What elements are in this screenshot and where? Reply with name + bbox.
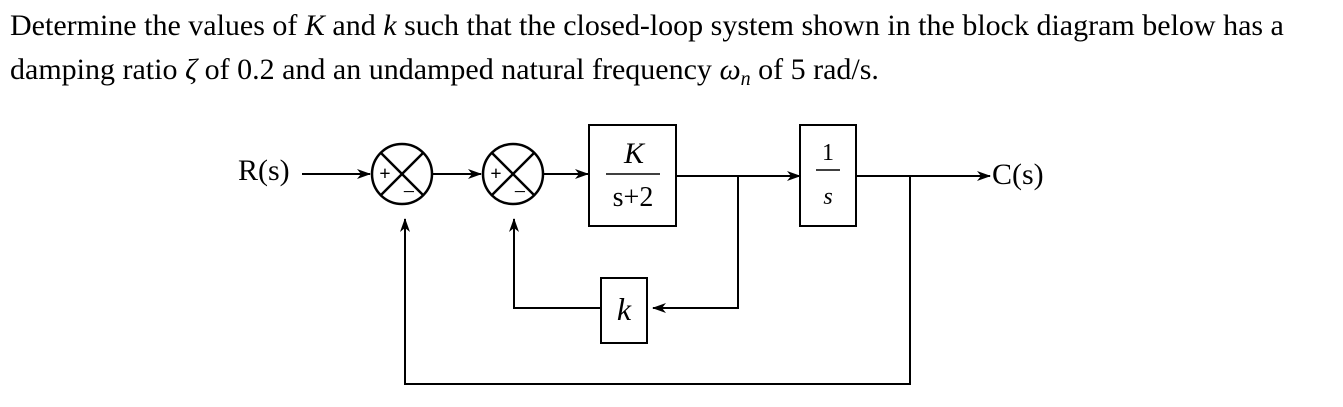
summing-junction-1: + − — [370, 142, 434, 206]
input-label-R: R(s) — [238, 154, 290, 187]
problem-text-3: such that the closed-loop system shown i… — [10, 9, 1284, 86]
problem-text-5: of 5 rad/s. — [750, 53, 879, 86]
inner-feedback-path-in — [652, 176, 739, 313]
sj1-plus-sign: + — [379, 163, 390, 185]
symbol-zeta: ζ — [184, 53, 198, 86]
integrator-numerator: 1 — [822, 140, 834, 166]
inner-feedback-path-out — [509, 218, 601, 309]
problem-text-4: of 0.2 and an undamped natural frequency — [197, 53, 720, 86]
problem-statement: Determine the values of K and k such tha… — [10, 4, 1340, 92]
sj1-minus-sign: − — [403, 179, 415, 204]
problem-text-2: and — [324, 9, 384, 42]
sj2-plus-sign: + — [490, 163, 501, 185]
gain-block: K s+2 — [588, 124, 677, 227]
problem-text-1: Determine the values of — [10, 9, 305, 42]
output-label-C: C(s) — [992, 158, 1044, 191]
symbol-k: k — [383, 9, 397, 42]
gain-block-numerator: K — [623, 137, 646, 170]
sj2-minus-sign: − — [514, 179, 526, 204]
outer-feedback-path — [400, 176, 911, 385]
symbol-omega-subscript: n — [740, 68, 751, 90]
feedback-block: k — [600, 277, 648, 344]
summing-junction-2: + − — [481, 142, 545, 206]
integrator-denominator: s — [823, 184, 832, 210]
symbol-K: K — [304, 9, 325, 42]
integrator-block: 1 s — [799, 124, 857, 227]
symbol-omega: ω — [719, 53, 741, 86]
feedback-block-label: k — [617, 291, 632, 327]
gain-block-denominator: s+2 — [613, 182, 654, 213]
